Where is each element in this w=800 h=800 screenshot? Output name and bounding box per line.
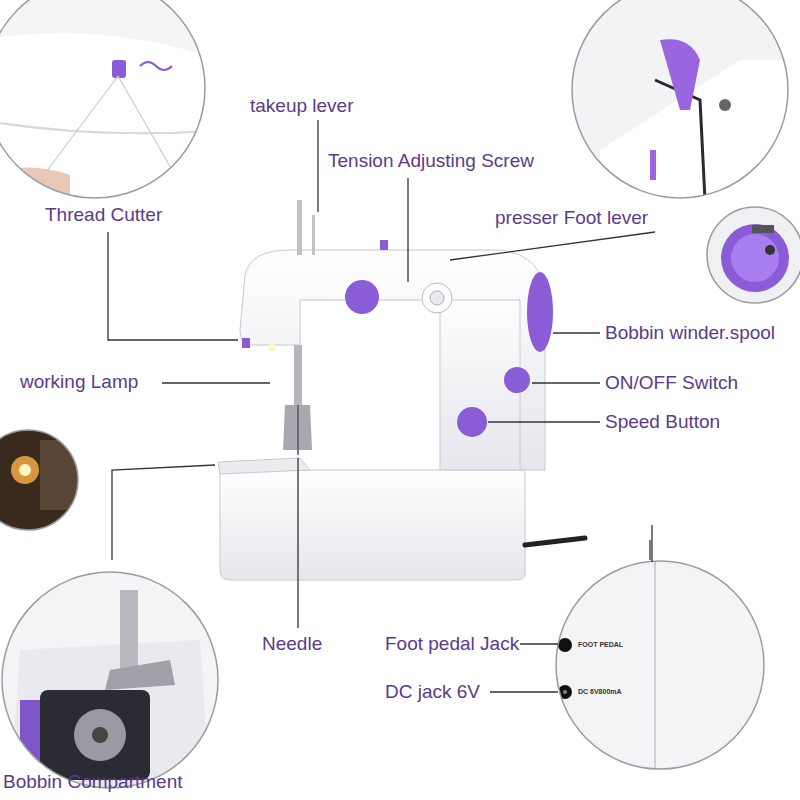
part-label: ON/OFF Switch	[605, 372, 738, 394]
part-label: Speed Button	[605, 411, 720, 433]
part-label: Bobbin Compartment	[3, 771, 183, 793]
callout-text: FOOT PEDAL	[578, 641, 623, 649]
part-label: working Lamp	[20, 371, 138, 393]
part-label: Needle	[262, 633, 322, 655]
part-label: takeup lever	[250, 95, 354, 117]
callout-text: DC 6V800mA	[578, 688, 622, 696]
part-label: Thread Cutter	[45, 204, 162, 226]
part-label: Tension Adjusting Screw	[328, 150, 534, 172]
part-label: Foot pedal Jack	[385, 633, 519, 655]
part-label: DC jack 6V	[385, 681, 480, 703]
part-label: presser Foot lever	[495, 207, 648, 229]
part-label: Bobbin winder.spool	[605, 322, 775, 344]
